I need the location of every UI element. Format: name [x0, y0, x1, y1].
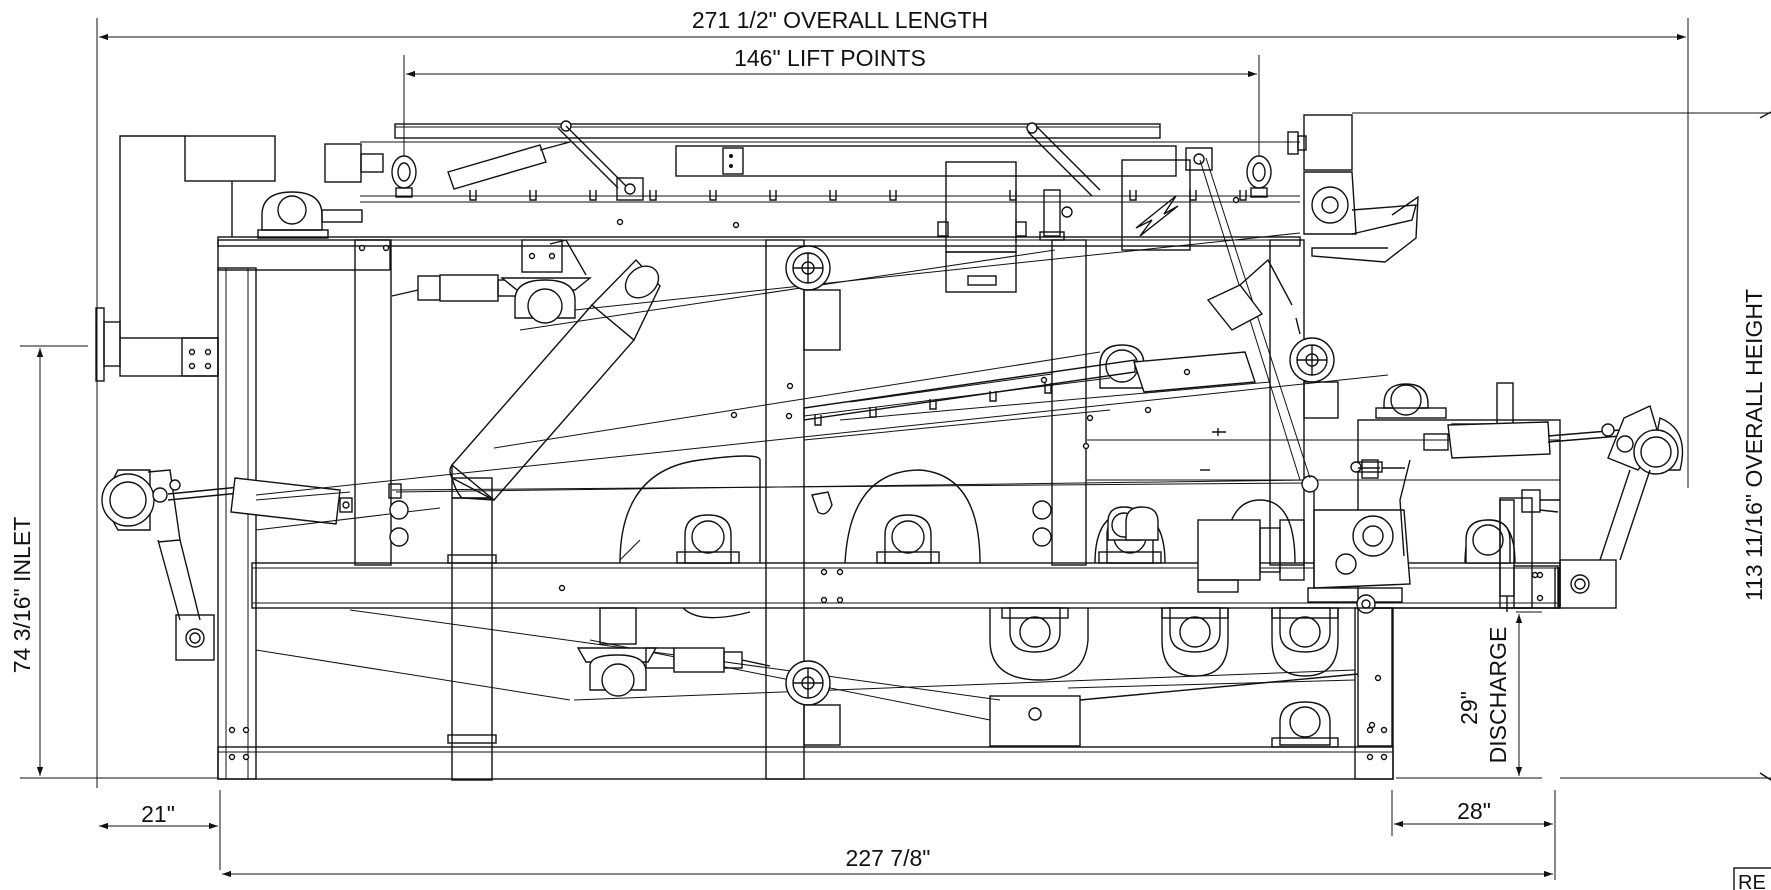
dimension-inlet: 74 3/16" INLET: [9, 345, 218, 779]
drive-gearmotor: [1197, 487, 1411, 614]
dimension-inlet-offset: 21": [99, 790, 221, 870]
gravity-deck: [360, 123, 1300, 203]
discharge-box: [989, 673, 1359, 747]
upper-tray: [803, 351, 1256, 515]
lift-eye-left: [391, 155, 417, 198]
upper-arm-right: [1026, 122, 1101, 197]
left-cylinder-assembly: [101, 469, 353, 661]
upper-cylinder: [324, 120, 627, 190]
small-fittings: [388, 196, 1380, 547]
control-panel-left: [937, 161, 1027, 293]
discharge-height-value: 29": [1456, 691, 1482, 725]
handwheel-mid: [1289, 337, 1339, 419]
right-post-hardware: [1357, 567, 1560, 747]
feed-pipe: [447, 258, 661, 781]
discharge-offset-label: 28": [1457, 798, 1491, 824]
control-panel-right: [1121, 159, 1191, 251]
lift-points-label: 146" LIFT POINTS: [734, 45, 926, 71]
title-block-text: RE: [1738, 872, 1766, 890]
left-upper-bearing: [500, 239, 592, 324]
title-block-corner: RE: [1733, 867, 1771, 890]
upper-left-bearing: [257, 191, 363, 239]
lift-eye-right: [1246, 155, 1272, 198]
dimension-lift-points: 146" LIFT POINTS: [403, 45, 1260, 165]
inlet-offset-label: 21": [141, 801, 175, 827]
main-frame: [217, 236, 1561, 780]
overall-length-label: 271 1/2" OVERALL LENGTH: [692, 7, 988, 33]
upper-gearmotor: [1287, 114, 1419, 263]
handwheel-upper: [785, 245, 841, 351]
inlet-pipe: [95, 307, 219, 382]
inlet-label: 74 3/16" INLET: [9, 517, 35, 673]
dimension-frame-length: 227 7/8": [222, 790, 1556, 880]
feed-box: [119, 135, 276, 338]
frame-length-label: 227 7/8": [846, 845, 931, 871]
right-angled-tray: [1206, 258, 1301, 335]
handwheel-lower: [785, 660, 841, 746]
lower-left-cylinder: [576, 607, 771, 697]
dimension-discharge-offset: 28": [1391, 790, 1553, 836]
drive-rod: [391, 157, 1411, 557]
dimension-overall-length: 271 1/2" OVERALL LENGTH: [96, 7, 1689, 788]
right-cylinder-assembly: [1423, 382, 1684, 609]
left-upper-cylinder: [391, 274, 519, 302]
dimension-discharge-height: 29" DISCHARGE: [1396, 611, 1542, 779]
discharge-scraper: [1499, 499, 1559, 612]
dimension-overall-height: 113 11/16" OVERALL HEIGHT: [1352, 111, 1771, 781]
filter-regulator: [1039, 189, 1073, 241]
discharge-height-label: DISCHARGE: [1485, 627, 1511, 764]
overall-height-label: 113 11/16" OVERALL HEIGHT: [1741, 289, 1767, 601]
lower-bearings: [676, 344, 1511, 748]
